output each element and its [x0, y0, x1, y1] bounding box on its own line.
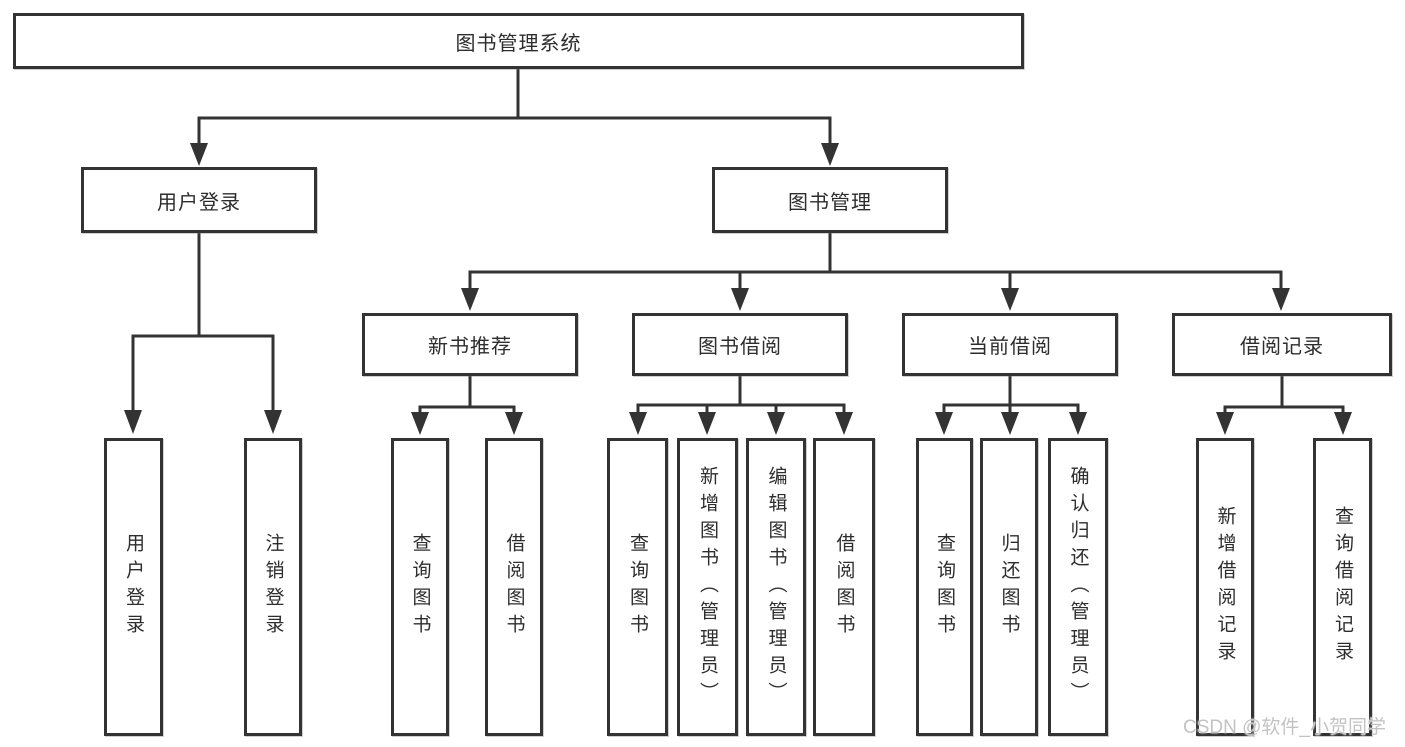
- node-borrow-record: 借阅记录: [1172, 313, 1392, 376]
- node-label: 确认归还（管理员）: [1067, 465, 1089, 709]
- node-label: 用户登录: [157, 191, 241, 214]
- node-label: 新增借阅记录: [1214, 506, 1236, 668]
- csdn-watermark: CSDN @软件_小贺同学: [1183, 717, 1386, 738]
- node-label: 查询借阅记录: [1332, 506, 1353, 668]
- node-label: 当前借阅: [968, 336, 1052, 358]
- node-book-borrow: 图书借阅: [632, 313, 848, 376]
- node-current-borrow: 当前借阅: [902, 313, 1118, 376]
- leaf-borrow-book-borrow: 借阅图书: [813, 438, 875, 736]
- leaf-confirm-return-admin: 确认归还（管理员）: [1048, 438, 1108, 736]
- arrowheads: [124, 143, 1352, 435]
- node-label: 查询图书: [627, 533, 648, 641]
- leaf-return-book: 归还图书: [980, 438, 1038, 736]
- leaf-add-borrow-record: 新增借阅记录: [1196, 438, 1254, 736]
- leaf-query-borrow-record: 查询借阅记录: [1313, 438, 1372, 736]
- node-label: 新增图书（管理员）: [697, 465, 718, 709]
- node-label: 归还图书: [998, 533, 1020, 641]
- leaf-query-book-current: 查询图书: [916, 438, 973, 736]
- node-label: 借阅图书: [503, 533, 525, 641]
- node-label: 用户登录: [123, 533, 144, 641]
- node-label: 图书借阅: [698, 336, 782, 358]
- node-label: 编辑图书（管理员）: [765, 465, 787, 709]
- node-label: 借阅图书: [833, 533, 855, 641]
- leaf-user-login: 用户登录: [104, 438, 163, 736]
- node-label: 借阅记录: [1240, 336, 1324, 358]
- node-label: 查询图书: [409, 533, 431, 641]
- node-label: 图书管理: [788, 191, 872, 214]
- node-label: 图书管理系统: [455, 32, 582, 55]
- leaf-query-book-newbook: 查询图书: [391, 438, 449, 736]
- node-user-login: 用户登录: [81, 167, 317, 233]
- leaf-borrow-book-newbook: 借阅图书: [485, 438, 543, 736]
- leaf-logout: 注销登录: [244, 438, 302, 736]
- node-book-management: 图书管理: [712, 167, 948, 233]
- node-label: 注销登录: [262, 533, 284, 641]
- leaf-add-book-admin: 新增图书（管理员）: [677, 438, 738, 736]
- leaf-edit-book-admin: 编辑图书（管理员）: [746, 438, 806, 736]
- node-label: 新书推荐: [428, 336, 512, 358]
- node-new-book-recommend: 新书推荐: [362, 313, 578, 376]
- node-label: 查询图书: [934, 533, 955, 641]
- leaf-query-book-borrow: 查询图书: [607, 438, 668, 736]
- node-root-system: 图书管理系统: [13, 13, 1024, 69]
